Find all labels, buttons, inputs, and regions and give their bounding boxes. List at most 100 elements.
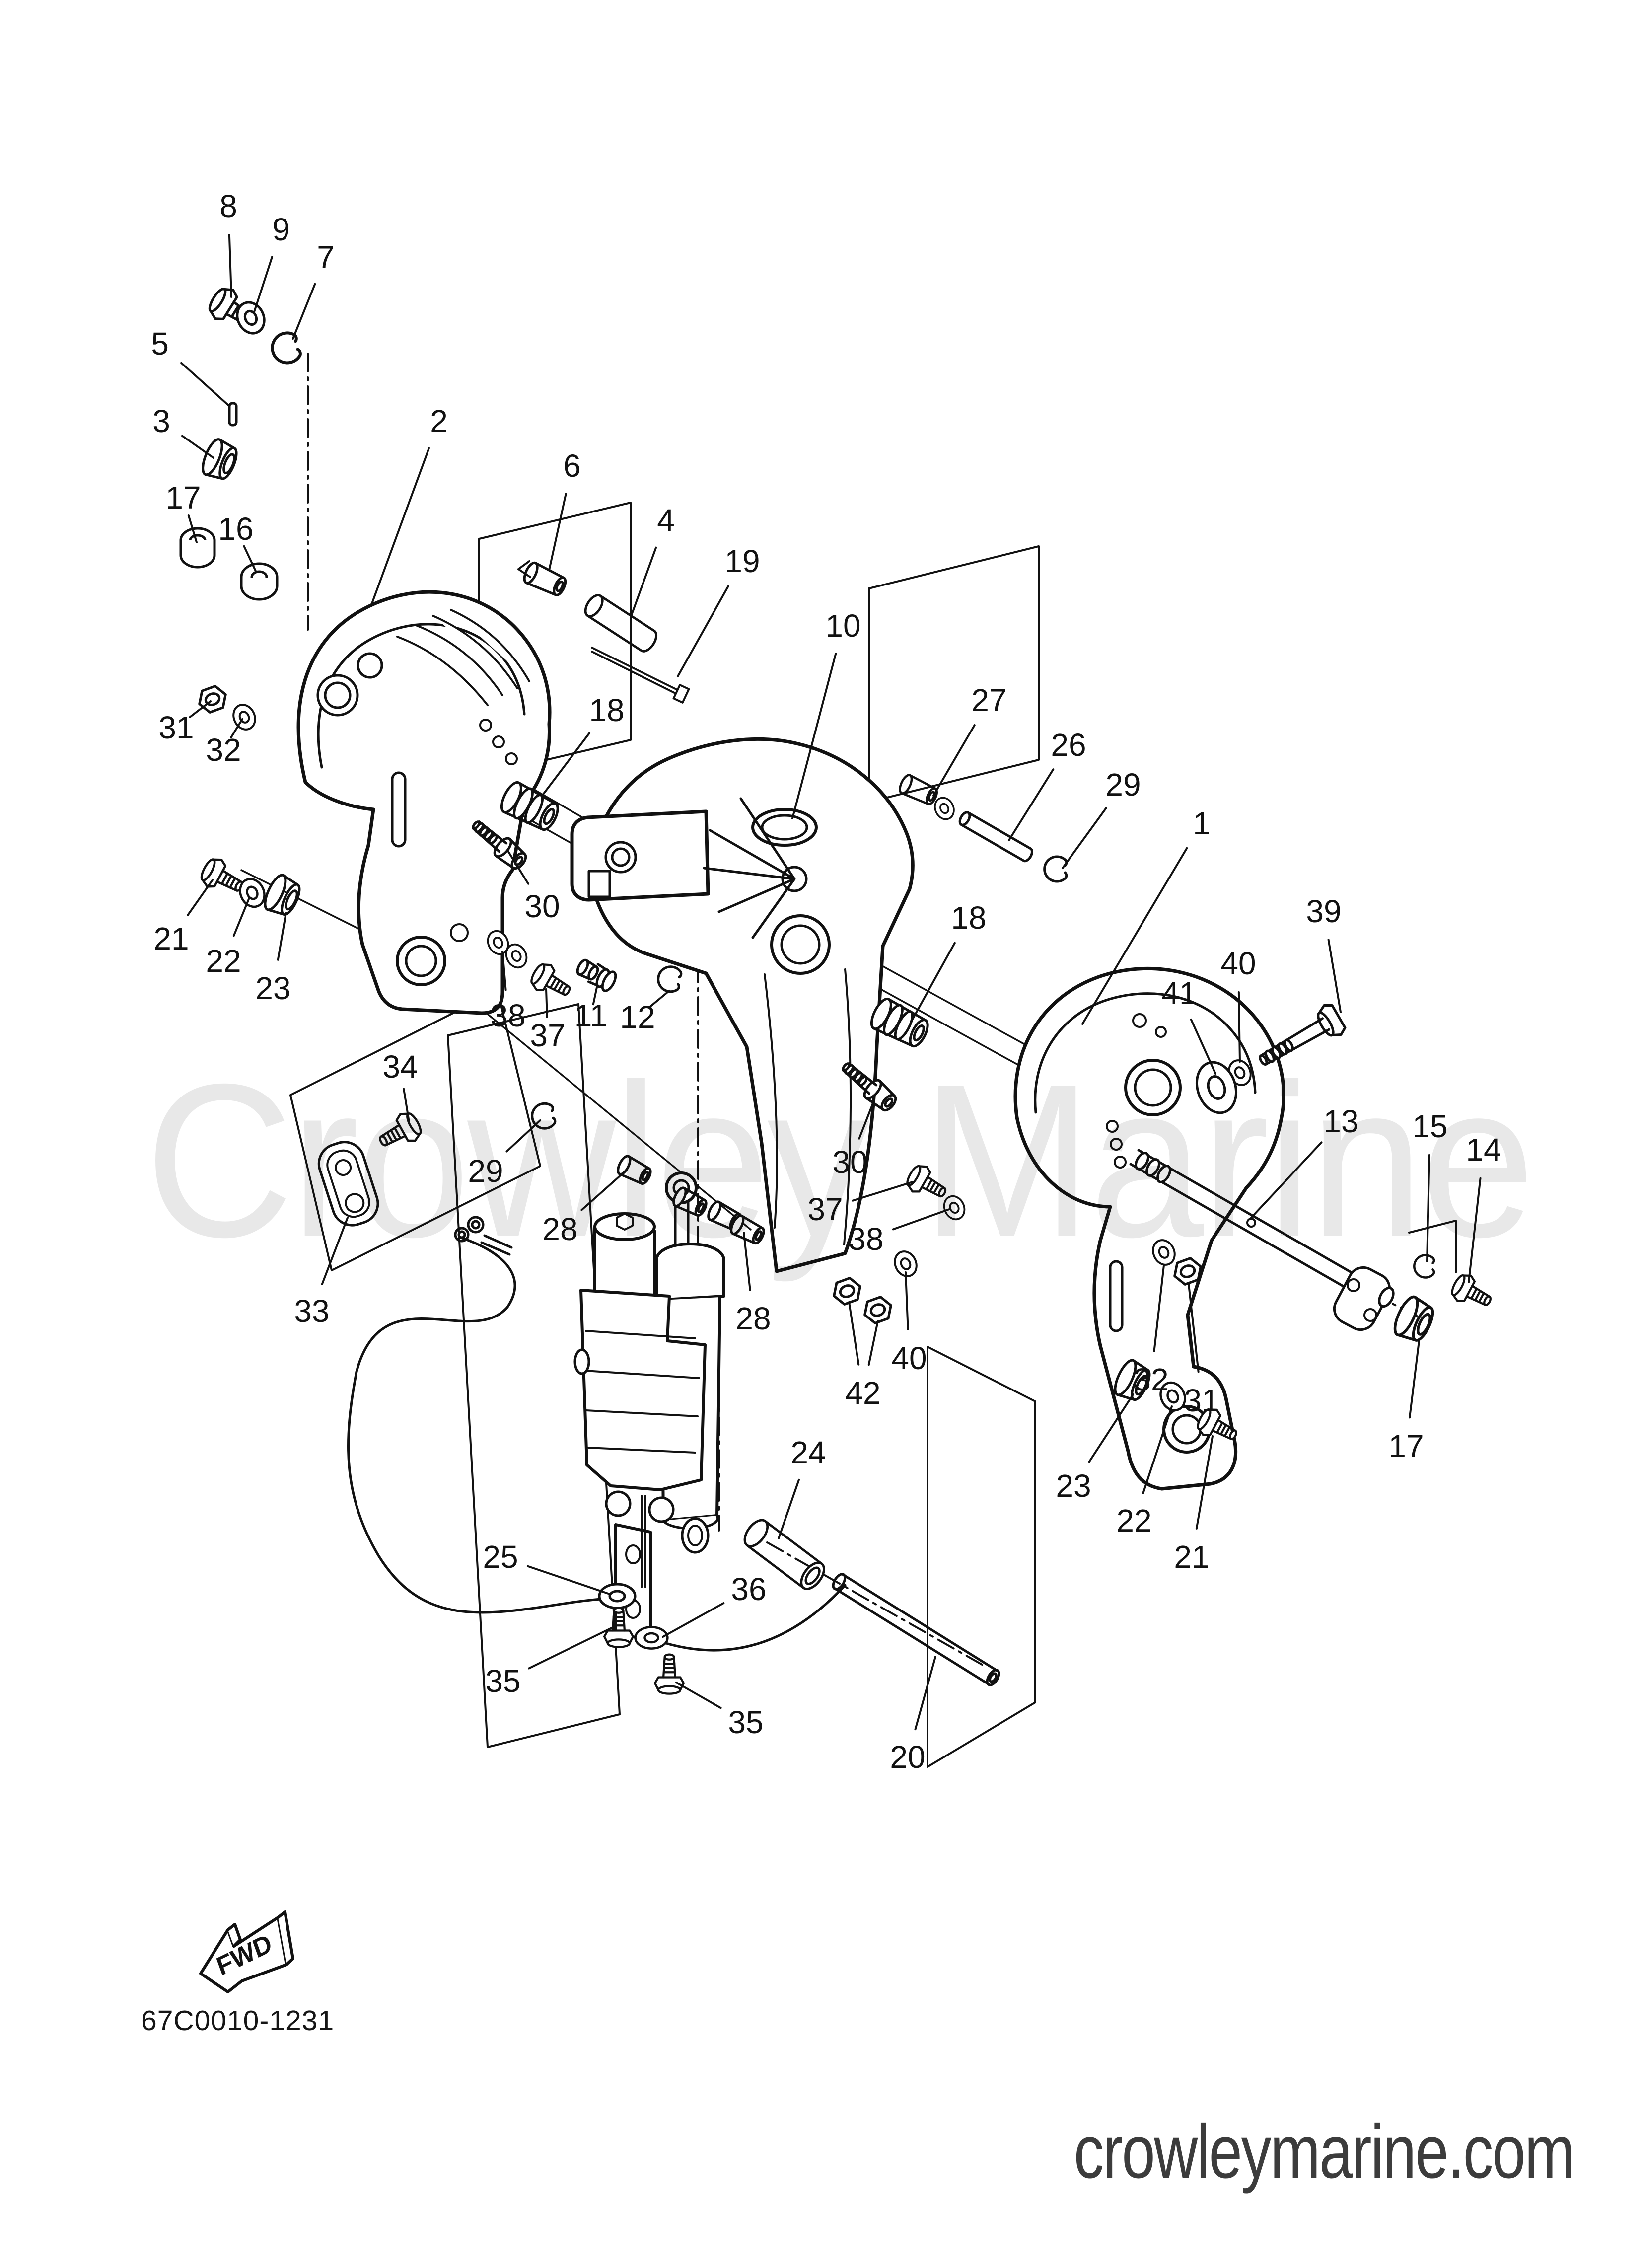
callout-9: 9 — [272, 212, 290, 247]
leader-line-9 — [253, 256, 274, 313]
callout-20: 20 — [890, 1739, 925, 1775]
callout-1: 1 — [1193, 805, 1211, 841]
callout-40: 40 — [1220, 946, 1256, 981]
callout-32: 32 — [1133, 1362, 1168, 1397]
callout-21: 21 — [153, 921, 189, 956]
leader-line-15 — [1426, 1154, 1430, 1262]
pin-icon — [228, 402, 238, 427]
leader-line-31 — [1188, 1283, 1200, 1373]
leader-line-30 — [506, 849, 529, 885]
leader-line-18 — [543, 732, 591, 795]
leader-line-17 — [1409, 1340, 1420, 1419]
leader-line-25 — [526, 1565, 611, 1595]
leader-line-33 — [321, 1217, 349, 1285]
pin-icon — [582, 592, 660, 655]
leader-line-23 — [1088, 1393, 1134, 1463]
callout-16: 16 — [218, 511, 253, 547]
callout-2: 2 — [430, 403, 448, 439]
leader-line-30 — [858, 1102, 874, 1140]
tilt-rod — [1129, 1149, 1395, 1331]
leader-line-40 — [1237, 991, 1241, 1063]
leader-line-8 — [228, 233, 232, 298]
leader-line-14 — [1468, 1177, 1482, 1283]
leader-line-29 — [1062, 806, 1107, 869]
leader-line-40 — [905, 1271, 909, 1331]
leader-line-2 — [370, 447, 430, 606]
washer-icon — [939, 1192, 969, 1224]
callout-37: 37 — [530, 1018, 565, 1053]
callout-8: 8 — [219, 188, 237, 224]
leader-line-37 — [852, 1181, 914, 1202]
callout-7: 7 — [317, 239, 335, 275]
callout-14: 14 — [1466, 1132, 1501, 1168]
callout-18: 18 — [589, 692, 624, 728]
callout-31: 31 — [1184, 1383, 1219, 1418]
leader-line-38 — [892, 1208, 950, 1231]
washer-icon — [229, 701, 259, 733]
leader-line-7 — [292, 283, 316, 340]
callout-29: 29 — [1105, 767, 1141, 803]
leader-line-27 — [932, 724, 976, 797]
callout-18: 18 — [951, 900, 986, 936]
leader-line-28 — [580, 1169, 628, 1211]
grommet-plate-icon — [317, 1141, 379, 1227]
leader-line-4 — [631, 546, 657, 616]
washer-icon — [599, 1584, 635, 1608]
bushing-icon — [1390, 1294, 1437, 1346]
callout-17: 17 — [165, 480, 201, 515]
exploded-view-panels — [289, 502, 1457, 1768]
rod-icon — [591, 647, 690, 704]
callout-42: 42 — [845, 1375, 880, 1411]
bolt-icon — [527, 960, 575, 1005]
bolt-icon — [655, 1655, 684, 1694]
diagram-code: 67C0010-1231 — [141, 2005, 335, 2037]
callout-17: 17 — [1388, 1428, 1424, 1464]
callout-22: 22 — [206, 943, 241, 979]
callout-30: 30 — [832, 1144, 867, 1180]
lock-washer-icon — [1414, 1255, 1434, 1278]
callout-38: 38 — [848, 1221, 883, 1257]
callout-13: 13 — [1323, 1103, 1358, 1139]
callout-26: 26 — [1051, 727, 1086, 763]
leader-line-19 — [677, 585, 729, 677]
callout-21: 21 — [1174, 1539, 1209, 1575]
callout-32: 32 — [206, 732, 241, 768]
leader-line-26 — [1008, 768, 1055, 841]
leader-line-16 — [243, 545, 257, 573]
callout-19: 19 — [724, 543, 760, 579]
callout-29: 29 — [468, 1153, 503, 1189]
spacer-nut-icon — [181, 528, 214, 567]
cross-pipe — [832, 1573, 1000, 1686]
leader-line-23 — [277, 912, 287, 961]
leader-line-5 — [180, 362, 229, 406]
fwd-arrow-icon: FWD — [199, 1910, 294, 1993]
callout-35: 35 — [485, 1663, 520, 1699]
callout-28: 28 — [735, 1301, 771, 1336]
washer-icon — [636, 1627, 668, 1648]
leader-line-12 — [649, 990, 670, 1008]
leader-line-34 — [403, 1088, 410, 1123]
leader-line-17 — [187, 514, 198, 543]
leader-line-18 — [912, 942, 956, 1020]
leader-line-3 — [181, 435, 214, 459]
leader-line-36 — [662, 1602, 725, 1638]
leader-line-35 — [528, 1625, 616, 1670]
leader-line-42 — [848, 1301, 860, 1366]
leader-line-10 — [791, 653, 837, 819]
leader-line-22 — [1142, 1405, 1173, 1494]
leader-line-31 — [189, 700, 212, 718]
clip-icon — [269, 331, 302, 366]
leader-line-32 — [230, 718, 243, 739]
callout-36: 36 — [731, 1571, 766, 1607]
sleeve-icon — [522, 561, 569, 598]
callout-24: 24 — [790, 1435, 826, 1470]
bushing-icon — [729, 1214, 767, 1246]
grommet-icon — [199, 437, 241, 483]
callout-15: 15 — [1412, 1108, 1447, 1144]
flange-nut-icon — [830, 1276, 864, 1307]
leader-line-22 — [232, 897, 250, 937]
flange-nut-icon — [241, 564, 277, 599]
bolt-icon — [1448, 1271, 1497, 1315]
leader-line-41 — [1190, 1018, 1216, 1075]
